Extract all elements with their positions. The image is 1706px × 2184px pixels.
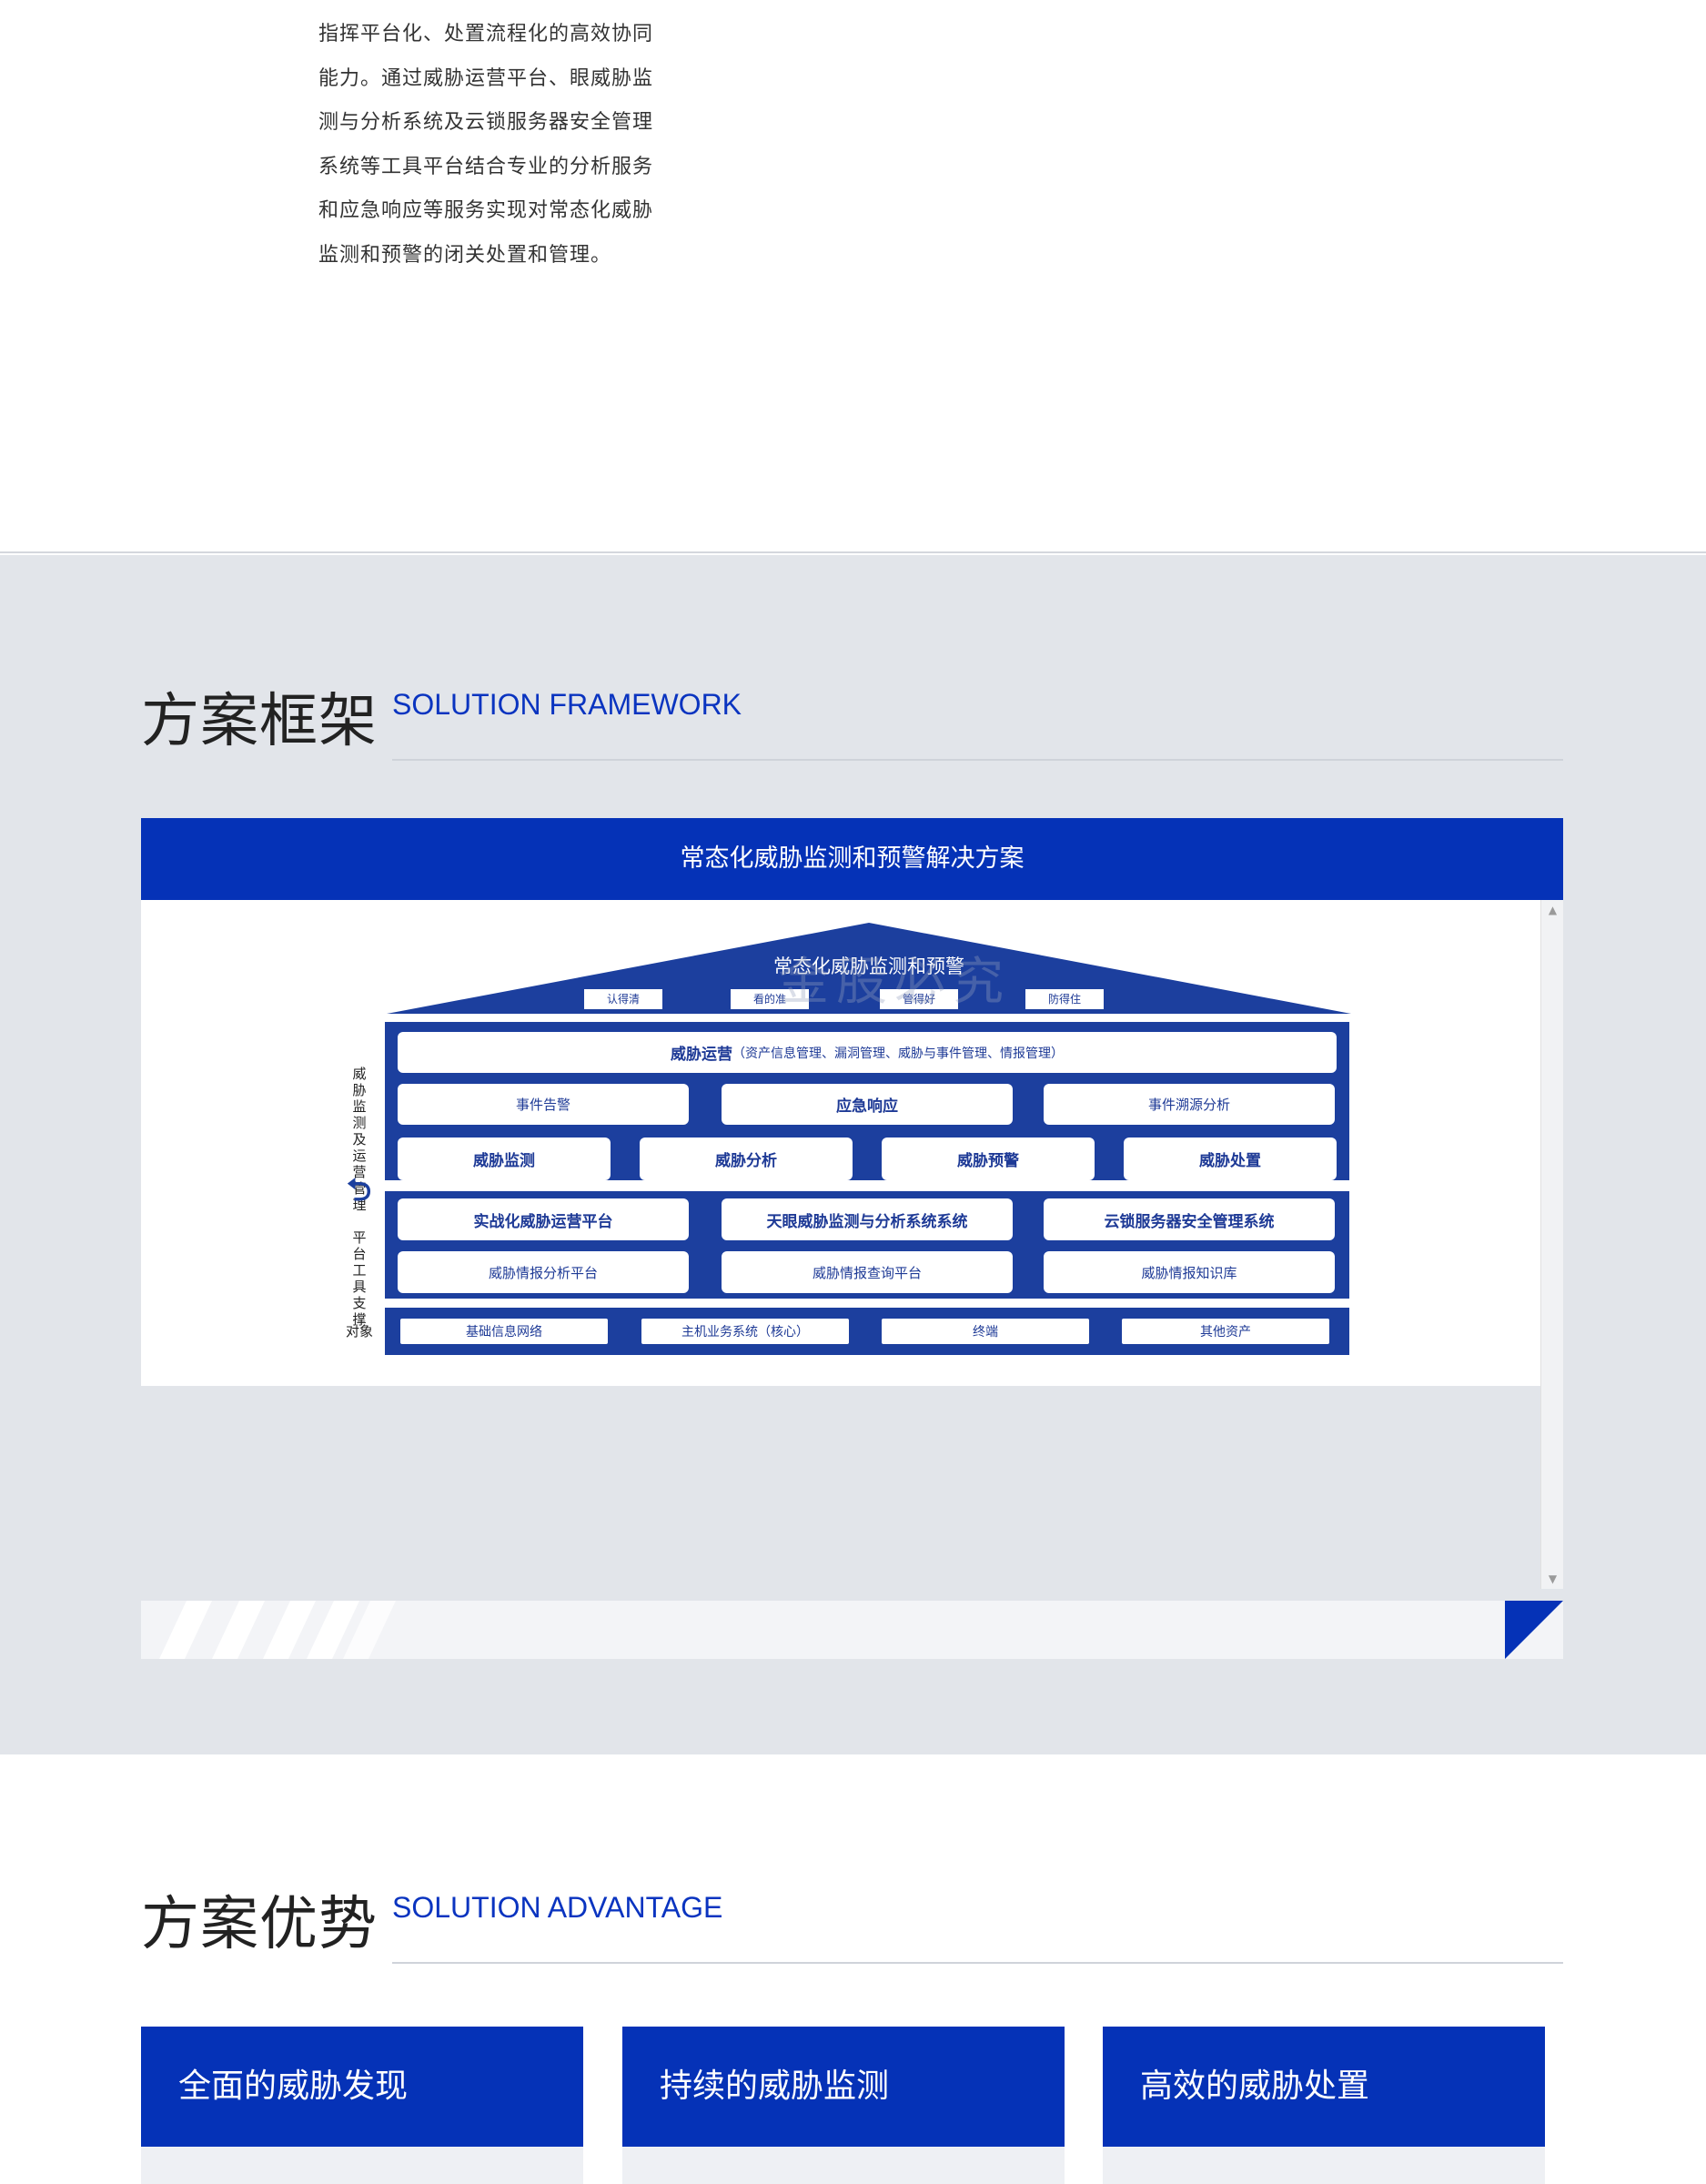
framework-scrollbar[interactable]: ▲ ▼ xyxy=(1540,900,1563,1589)
intro-text: 指挥平台化、处置流程化的高效协同 能力。通过威胁运营平台、眼威胁监 测与分析系统… xyxy=(318,13,701,278)
ops-title-cell: 威胁运营 （资产信息管理、漏洞管理、威胁与事件管理、情报管理） xyxy=(398,1032,1337,1073)
intro-line: 能力。通过威胁运营平台、眼威胁监 xyxy=(318,66,654,90)
platform-cell: 威胁情报分析平台 xyxy=(398,1251,689,1293)
corner-triangle xyxy=(1505,1601,1563,1659)
ops-cell: 威胁处置 xyxy=(1124,1138,1337,1180)
ops-title: 威胁运营 xyxy=(671,1046,732,1064)
framework-heading: 方案框架 SOLUTION FRAMEWORK xyxy=(141,681,1563,763)
ops-cell: 威胁分析 xyxy=(640,1138,853,1180)
advantage-section: 方案优势 SOLUTION ADVANTAGE 全面的威胁发现 持续的威胁监测 … xyxy=(0,1754,1706,2184)
platform-cell: 威胁情报查询平台 xyxy=(722,1251,1013,1293)
section-divider xyxy=(392,1962,1563,1964)
section-title-en: SOLUTION ADVANTAGE xyxy=(392,1891,723,1924)
ops-cell: 事件溯源分析 xyxy=(1044,1084,1335,1125)
advantage-card-title: 持续的威胁监测 xyxy=(622,2027,1065,2147)
framework-viewport[interactable]: 常态化威胁监测和预警 认得清 看的准 管得好 防得住 金股必究 威胁运营 （资产… xyxy=(141,900,1540,1386)
intro-line: 监测和预警的闭关处置和管理。 xyxy=(318,243,612,267)
framework-section: 方案框架 SOLUTION FRAMEWORK 常态化威胁监测和预警解决方案 常… xyxy=(0,555,1706,1754)
ops-cell: 事件告警 xyxy=(398,1084,689,1125)
target-cell: 其他资产 xyxy=(1122,1319,1329,1344)
advantage-heading: 方案优势 SOLUTION ADVANTAGE xyxy=(141,1884,1563,1966)
platform-cell: 云锁服务器安全管理系统 xyxy=(1044,1198,1335,1240)
cycle-arrow-icon: ⮌ xyxy=(347,1172,372,1208)
platform-cell: 天眼威胁监测与分析系统系统 xyxy=(722,1198,1013,1240)
stripe-pattern xyxy=(159,1601,396,1659)
triangle-up-icon[interactable]: ▲ xyxy=(1548,904,1558,916)
side-label-target: 对象 xyxy=(345,1323,373,1340)
advantage-card[interactable]: 全面的威胁发现 xyxy=(141,2027,583,2184)
watermark-text: 金股必究 xyxy=(778,953,1011,1012)
roof-tag: 防得住 xyxy=(1025,989,1104,1009)
intro-section: 指挥平台化、处置流程化的高效协同 能力。通过威胁运营平台、眼威胁监 测与分析系统… xyxy=(0,0,1706,553)
intro-line: 指挥平台化、处置流程化的高效协同 xyxy=(318,23,654,46)
ops-subtitle: （资产信息管理、漏洞管理、威胁与事件管理、情报管理） xyxy=(732,1046,1064,1061)
roof-tag: 管得好 xyxy=(880,989,958,1009)
roof-tag: 看的准 xyxy=(731,989,809,1009)
triangle-down-icon[interactable]: ▼ xyxy=(1548,1572,1558,1585)
section-title-cn: 方案框架 xyxy=(141,688,378,755)
ops-cell: 应急响应 xyxy=(722,1084,1013,1125)
section-title-cn: 方案优势 xyxy=(141,1891,378,1958)
advantage-card[interactable]: 持续的威胁监测 xyxy=(622,2027,1065,2184)
decorative-stripe-bar xyxy=(141,1601,1563,1659)
target-cell: 终端 xyxy=(882,1319,1089,1344)
ops-cell: 威胁预警 xyxy=(882,1138,1095,1180)
ops-cell: 威胁监测 xyxy=(398,1138,611,1180)
framework-bar-title: 常态化威胁监测和预警解决方案 xyxy=(141,818,1563,900)
intro-line: 和应急响应等服务实现对常态化威胁 xyxy=(318,199,654,222)
advantage-card-title: 高效的威胁处置 xyxy=(1103,2027,1545,2147)
framework-diagram: 常态化威胁监测和预警 认得清 看的准 管得好 防得住 金股必究 威胁运营 （资产… xyxy=(141,900,1540,1386)
side-label-platform: 平台工具支撑 xyxy=(352,1229,367,1328)
roof-tag: 认得清 xyxy=(584,989,662,1009)
roof-title: 常态化威胁监测和预警 xyxy=(773,956,964,977)
platform-cell: 实战化威胁运营平台 xyxy=(398,1198,689,1240)
advantage-card[interactable]: 高效的威胁处置 xyxy=(1103,2027,1545,2184)
advantage-card-title: 全面的威胁发现 xyxy=(141,2027,583,2147)
section-title-en: SOLUTION FRAMEWORK xyxy=(392,688,742,721)
side-label-ops: 威胁监测及运营管理 xyxy=(352,1066,367,1213)
target-cell: 基础信息网络 xyxy=(400,1319,608,1344)
intro-line: 测与分析系统及云锁服务器安全管理 xyxy=(318,111,654,134)
intro-line: 系统等工具平台结合专业的分析服务 xyxy=(318,155,654,178)
section-divider xyxy=(392,759,1563,761)
framework-panel: 常态化威胁监测和预警解决方案 常态化威胁监测和预警 认得清 看的准 管得好 防得… xyxy=(141,818,1563,1589)
platform-cell: 威胁情报知识库 xyxy=(1044,1251,1335,1293)
target-cell: 主机业务系统（核心） xyxy=(641,1319,849,1344)
